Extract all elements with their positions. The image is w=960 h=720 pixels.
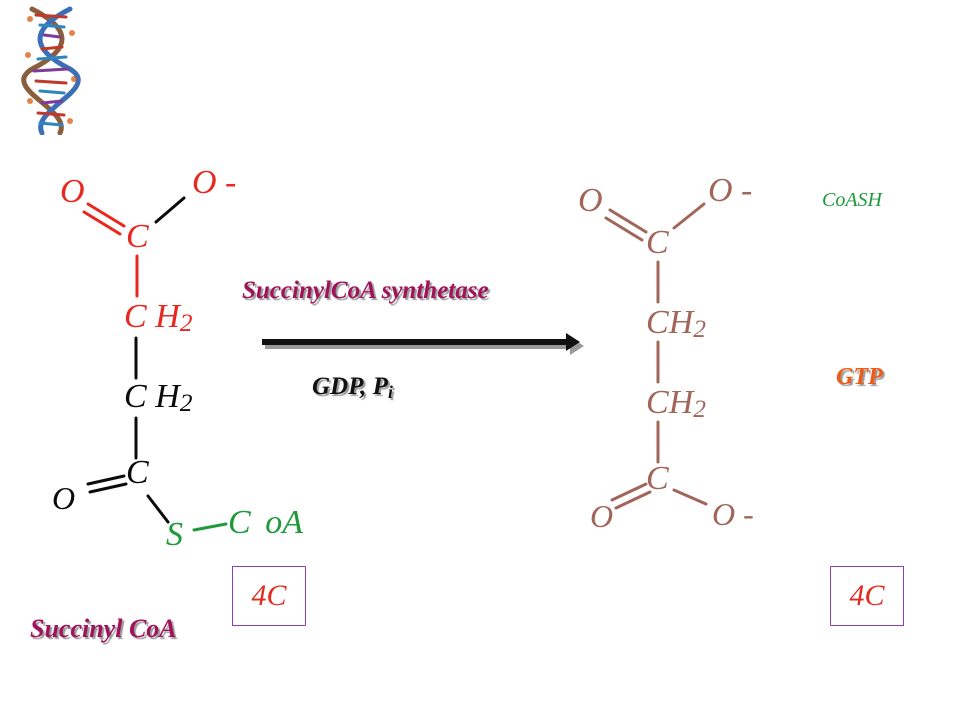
product-ch2-group-1: CH2 (646, 304, 706, 343)
product-ch2-group-2: CH2 (646, 384, 706, 423)
substrate-coa-group: C oA (228, 506, 303, 540)
substrate-bond-c4-s (146, 494, 170, 524)
substrate-coa-suffix: oA (265, 504, 303, 541)
substrate-carbon-3: C (124, 378, 147, 415)
reaction-arrow (262, 333, 584, 355)
gtp-label: GTP (836, 364, 883, 390)
substrate-single-bond-ominus (154, 196, 186, 224)
product-carbon-1: C (646, 224, 669, 261)
substrate-name-label: Succinyl CoA (30, 614, 177, 643)
product-carbon-count-box: 4C (830, 566, 904, 626)
product-oxygen-minus-top: O - (708, 172, 753, 209)
substrate-carbon-1: C (126, 218, 149, 255)
product-hydrogen-1: H (668, 304, 694, 341)
product-carbon-2: C (646, 304, 669, 341)
substrate-double-bond-bottom (88, 482, 128, 494)
substrate-carbon-count: 4C (251, 579, 287, 612)
substrate-bond-s-coa (192, 522, 228, 532)
coash-label: CoASH (822, 189, 882, 211)
product-carbon-4: C (646, 460, 669, 497)
substrate-hydrogen-2: H (155, 378, 180, 415)
substrate-coa-carbon: C (228, 504, 251, 541)
product-subscript-1: 2 (693, 313, 706, 343)
substrate-carbon-2: C (124, 298, 147, 335)
substrate-double-bond-top (82, 210, 122, 236)
substrate-carbon-4: C (126, 454, 149, 491)
substrate-sulfur: S (166, 516, 183, 553)
substrate-carbon-count-box: 4C (232, 566, 306, 626)
substrate-bonds (82, 196, 228, 532)
product-carbon-count: 4C (849, 579, 885, 612)
dna-helix-icon (21, 6, 81, 135)
substrate-ch2-group-2: C H2 (124, 378, 193, 417)
substrate-subscript-1: 2 (179, 307, 193, 337)
substrate-subscript-2: 2 (179, 387, 193, 417)
cofactors-label: GDP, Pi (312, 373, 393, 402)
substrate-hydrogen-1: H (155, 298, 180, 335)
substrate-oxygen-thioester: O (52, 480, 76, 516)
substrate-ch2-group-1: C H2 (124, 298, 193, 337)
product-oxygen-double-bottom: O (590, 498, 614, 534)
cofactors-subscript: i (387, 381, 393, 402)
product-carbon-3: C (646, 384, 669, 421)
product-oxygen-minus-bottom: O - (712, 496, 754, 532)
substrate-oxygen-minus: O - (192, 164, 237, 201)
substrate-oxygen-double: O (60, 173, 85, 210)
product-hydrogen-2: H (668, 384, 694, 421)
product-bonds (604, 202, 708, 510)
product-subscript-2: 2 (693, 393, 706, 423)
cofactors-main: GDP, P (312, 373, 388, 400)
enzyme-label: SuccinylCoA synthetase (242, 277, 489, 304)
product-oxygen-double-top: O (578, 182, 603, 219)
substrate-double-bond-top (86, 202, 126, 228)
substrate-double-bond-bottom (86, 474, 126, 486)
